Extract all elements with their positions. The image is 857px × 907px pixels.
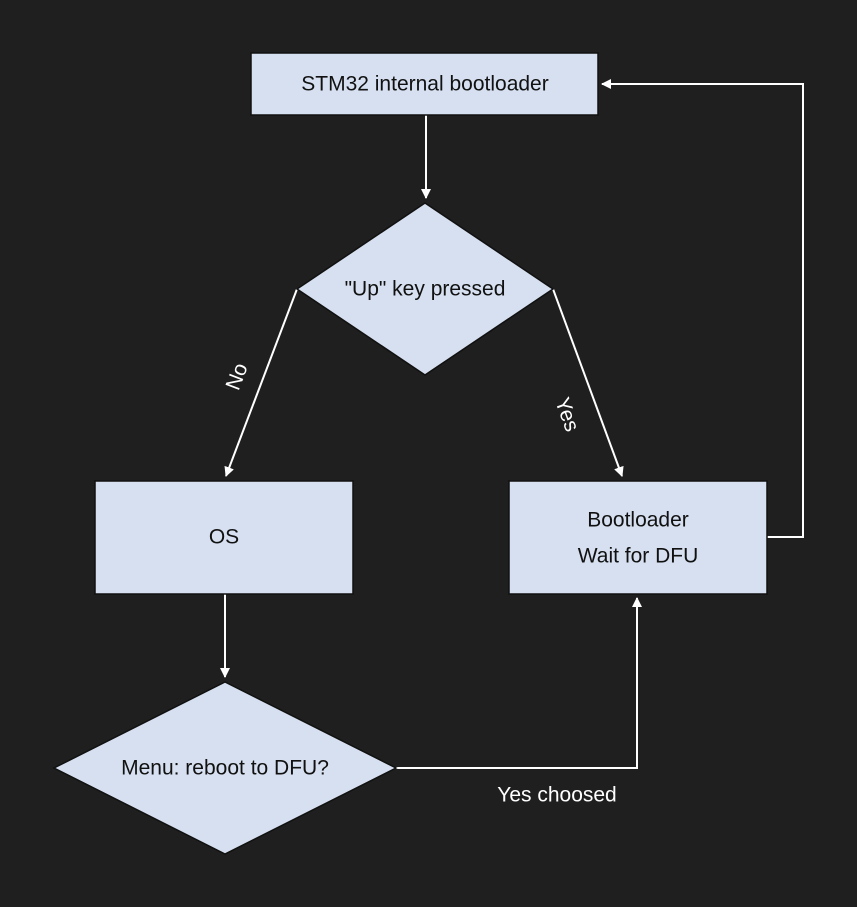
edge-dfu-to-start	[601, 79, 804, 538]
node-bootloader-start	[250, 52, 599, 116]
edge-decision-to-os	[224, 288, 298, 477]
node-menu-decision-label: Menu: reboot to DFU?	[121, 757, 329, 780]
edge-label-no: No	[222, 360, 253, 393]
edge-menu-to-dfu	[396, 597, 642, 769]
node-bootloader-dfu-label-line2: Wait for DFU	[578, 545, 699, 568]
node-os	[94, 480, 354, 595]
node-bootloader-dfu	[508, 480, 768, 595]
edge-decision-to-dfu	[552, 288, 624, 477]
edge-label-yes-choosed: Yes choosed	[497, 784, 617, 807]
edge-label-yes: Yes	[550, 395, 583, 435]
node-bootloader-start-label: STM32 internal bootloader	[301, 73, 548, 96]
node-menu-decision	[52, 681, 398, 855]
node-bootloader-dfu-label-line1: Bootloader	[587, 509, 689, 532]
node-up-key-decision-label: "Up" key pressed	[345, 278, 506, 301]
node-up-key-decision	[295, 202, 555, 376]
node-os-label: OS	[209, 526, 239, 549]
